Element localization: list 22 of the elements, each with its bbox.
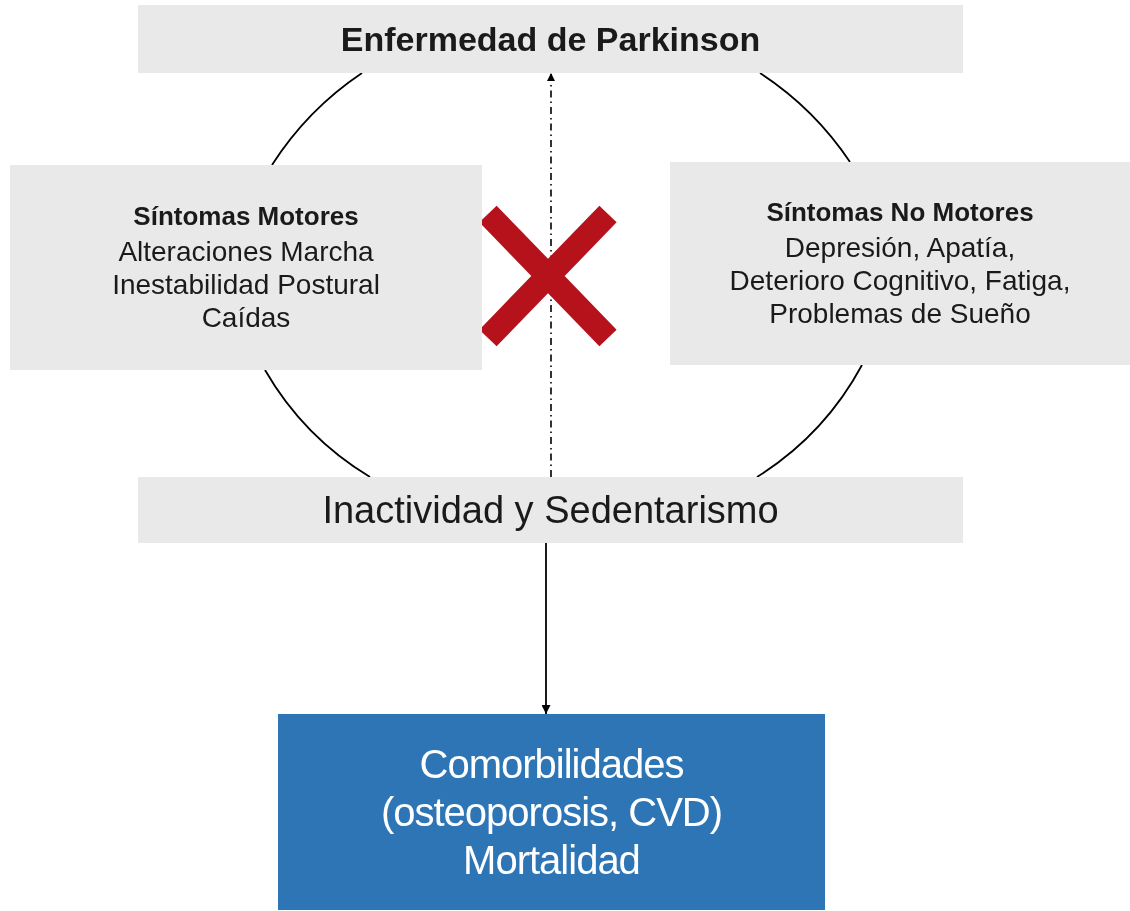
connector-arc xyxy=(756,364,863,478)
box-text: Comorbilidades (osteoporosis, CVD) Mortalidad xyxy=(379,741,724,884)
box-text: Problemas de Sueño xyxy=(769,297,1031,331)
concept-box xyxy=(670,162,1130,365)
box-text: Inactividad y Sedentarismo xyxy=(322,487,779,533)
concept-box xyxy=(138,477,963,543)
box-text: Deterioro Cognitivo, Fatiga, xyxy=(729,264,1071,298)
connector-arc xyxy=(271,72,363,166)
connector-arc xyxy=(759,72,851,163)
concept-box xyxy=(10,165,482,370)
box-text: Enfermedad de Parkinson xyxy=(340,18,761,60)
box-heading: Síntomas Motores xyxy=(133,200,359,232)
arrow xyxy=(547,72,555,478)
box-text: Alteraciones Marcha xyxy=(118,235,374,269)
box-text: Caídas xyxy=(201,301,291,335)
concept-box xyxy=(138,5,963,73)
arrow xyxy=(541,542,551,715)
box-text: Inestabilidad Postural xyxy=(112,268,380,302)
outcome-box xyxy=(278,714,825,910)
box-text: Depresión, Apatía, xyxy=(784,231,1016,265)
box-heading: Síntomas No Motores xyxy=(766,196,1034,228)
connector-arc xyxy=(264,369,371,478)
